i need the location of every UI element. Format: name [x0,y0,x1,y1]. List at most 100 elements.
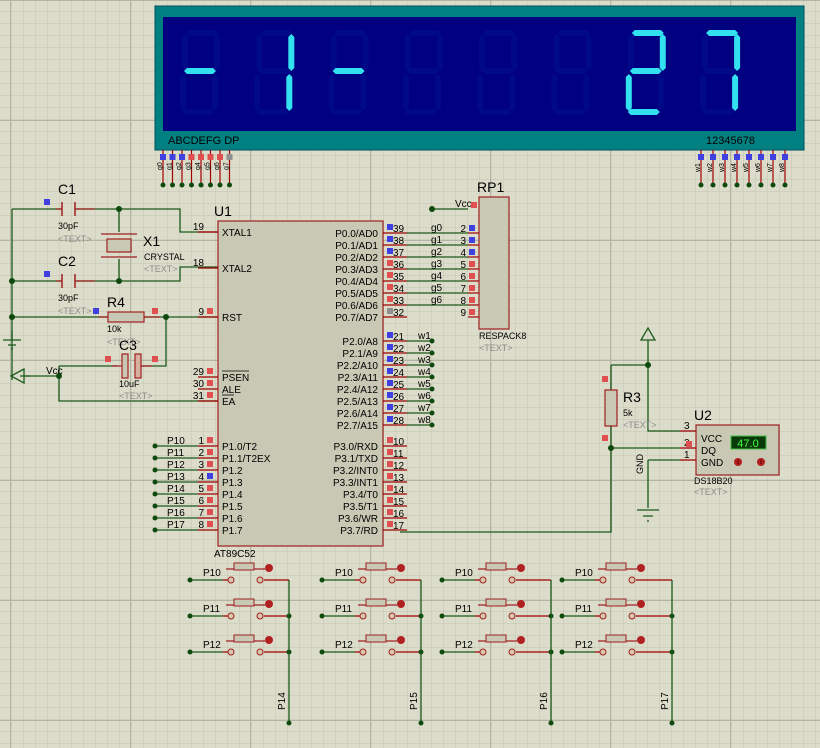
segment-g [629,68,662,74]
u1-pin-number: 8 [198,520,204,531]
segment-f [553,34,560,71]
pin-state-indicator [207,380,213,386]
push-button[interactable]: P10 [187,562,290,584]
crystal-x1[interactable]: X1 CRYSTAL <TEXT> [101,233,185,274]
display-pin-label: g6 [214,162,221,170]
display-panel [163,17,796,131]
u1-pin-number: 6 [198,496,204,507]
pin-state-indicator [387,437,393,443]
vcc-terminal-icon [9,367,30,385]
push-button[interactable]: P11 [187,598,292,620]
switch-actuator[interactable] [397,636,405,644]
switch-actuator[interactable] [265,600,273,608]
push-button[interactable]: P12 [319,634,424,656]
u2-pin-num: 3 [684,421,690,432]
segment-a [334,30,367,36]
switch-contact [599,612,607,620]
push-button[interactable]: P10 [559,562,673,584]
pin-state-indicator [152,356,158,362]
u1-pin-name: P2.5/A13 [337,397,379,408]
push-button[interactable]: P12 [187,634,292,656]
u1-pin-number: 4 [198,472,204,483]
switch-actuator[interactable] [517,636,525,644]
display-pin-label: w6 [755,163,762,173]
u1-pin-name: P2.1/A9 [342,349,378,360]
u1-pin-name: P1.5 [222,502,243,513]
push-button[interactable]: P10 [439,562,552,584]
switch-actuator[interactable] [397,600,405,608]
resistor-r4[interactable]: R4 10k <TEXT> [93,294,160,347]
junction-dot [782,182,788,188]
pin-state-indicator [387,416,393,422]
segment-f [702,34,709,71]
r4-text: <TEXT> [107,337,141,347]
x1-ref: X1 [143,233,160,249]
push-button[interactable]: P11 [439,598,554,620]
junction-dot [227,182,232,188]
temperature-sensor-u2[interactable]: U2 3 2 1 VCC DQ GND 47.0 DS18B20 <TEXT> [680,407,780,497]
resistor-r3[interactable]: R3 5k <TEXT> [602,376,657,441]
switch-actuator[interactable] [637,564,645,572]
junction-dot [152,515,158,521]
switch-contact [508,648,516,656]
junction-dot [559,613,565,619]
switch-actuator[interactable] [637,600,645,608]
push-button[interactable]: P10 [319,562,422,584]
capacitor-c3[interactable]: C3 10uF <TEXT> [105,337,158,401]
pin-state-indicator [387,308,393,314]
pin-state-indicator [44,271,50,277]
junction-dot [152,491,158,497]
push-button[interactable]: P11 [559,598,675,620]
pin-state-indicator [387,485,393,491]
pin-state-indicator [387,461,393,467]
switch-actuator[interactable] [517,564,525,572]
x1-value: CRYSTAL [144,252,185,262]
pin-state-indicator [698,154,704,160]
rp1-body [478,196,510,330]
u1-pin-number: 28 [393,416,405,427]
switch-contact [388,648,396,656]
switch-actuator[interactable] [265,564,273,572]
net-label: P11 [167,448,184,459]
segment-b [734,34,741,71]
net-label: w8 [417,415,431,426]
u1-pin-number: 15 [393,497,405,508]
pin-state-indicator [226,154,233,160]
junction-dot [152,455,158,461]
switch-actuator[interactable] [637,636,645,644]
pin-state-indicator [207,154,214,160]
capacitor-c2[interactable]: C2 30pF <TEXT> [44,253,95,316]
c1-value: 30pF [58,221,79,231]
u1-pin-number: 10 [393,437,405,448]
pin-state-indicator [387,272,393,278]
switch-contact [388,612,396,620]
rp1-pin-number: 7 [460,284,466,295]
rp1-pin-number: 3 [460,236,466,247]
switch-contact [508,576,516,584]
switch-actuator[interactable] [265,636,273,644]
temperature-readout [730,435,767,450]
push-button[interactable]: P12 [559,634,675,656]
temp-down-button[interactable] [734,458,742,466]
microcontroller-u1[interactable]: U1 AT89C52 19XTAL118XTAL29RST29PSEN30ALE… [152,203,469,560]
switch-actuator[interactable] [397,564,405,572]
switch-actuator[interactable] [517,600,525,608]
net-label: w3 [417,355,431,366]
temp-up-button[interactable] [757,458,765,466]
u1-pin-name: P0.6/AD6 [335,301,378,312]
segment-e [328,74,335,111]
u2-pin-name: VCC [701,434,722,445]
capacitor-c1[interactable]: C1 30pF <TEXT> [44,181,95,244]
pin-state-indicator [387,248,393,254]
u1-pin-name: P0.4/AD4 [335,277,378,288]
u1-pin-number: 26 [393,392,405,403]
segment-a [186,30,218,36]
u1-pin-number: 2 [198,448,204,459]
u1-pin-number: 27 [393,404,405,415]
switch-plunger [365,562,387,571]
junction-dot [669,720,675,726]
